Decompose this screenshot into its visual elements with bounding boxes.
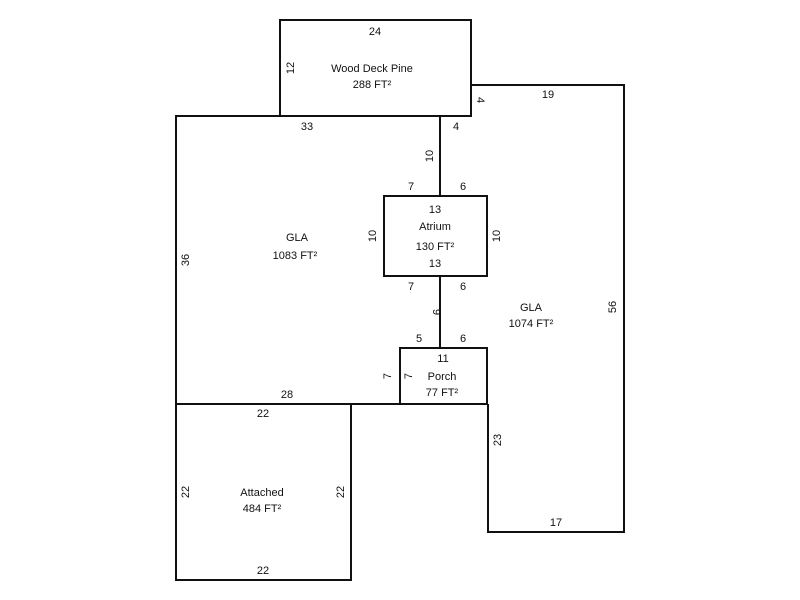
dim-label: 22 <box>180 486 192 498</box>
dim-label: 56 <box>607 301 619 313</box>
dim-label: 22 <box>257 565 269 577</box>
dim-label: 36 <box>180 254 192 266</box>
attached-area: 484 FT² <box>243 503 282 515</box>
atrium-area: 130 FT² <box>416 241 455 253</box>
dim-label: 4 <box>453 121 459 133</box>
deck-area: 288 FT² <box>353 79 392 91</box>
walls <box>175 19 625 581</box>
dim-label: 6 <box>460 281 466 293</box>
dim-label: 4 <box>474 97 486 103</box>
dim-label: 7 <box>408 281 414 293</box>
dim-label: 22 <box>335 486 347 498</box>
gla-right-name: GLA <box>520 302 543 314</box>
dim-label: 6 <box>460 181 466 193</box>
dim-label: 10 <box>367 230 379 242</box>
dim-label: 33 <box>301 121 313 133</box>
dim-label: 7 <box>382 373 394 379</box>
dim-label: 17 <box>550 517 562 529</box>
dim-label: 19 <box>542 89 554 101</box>
dim-label: 13 <box>429 258 441 270</box>
room-labels: Wood Deck Pine 288 FT² GLA 1083 FT² GLA … <box>240 63 553 515</box>
gla-left-name: GLA <box>286 232 309 244</box>
atrium-name: Atrium <box>419 221 451 233</box>
dim-label: 23 <box>492 434 504 446</box>
dim-label: 11 <box>437 353 448 365</box>
dimension-labels: 24 12 4 33 4 19 56 36 10 7 6 13 10 10 13… <box>180 26 619 577</box>
dim-label: 6 <box>460 333 466 345</box>
gla-right-wall <box>471 84 625 533</box>
gla-right-area: 1074 FT² <box>509 318 554 330</box>
atrium-outline <box>383 195 488 277</box>
dim-label: 12 <box>285 62 297 74</box>
deck-name: Wood Deck Pine <box>331 63 413 75</box>
dim-label: 9 <box>430 309 442 315</box>
porch-name: Porch <box>428 371 457 383</box>
dim-label: 22 <box>257 408 269 420</box>
dim-label: 7 <box>408 181 414 193</box>
dim-label: 10 <box>424 150 436 162</box>
dim-label: 28 <box>281 389 293 401</box>
porch-area: 77 FT² <box>426 387 459 399</box>
porch-outline <box>399 347 488 405</box>
attached-outline <box>175 403 352 581</box>
gla-left-area: 1083 FT² <box>273 250 318 262</box>
dim-label: 7 <box>403 373 415 379</box>
dim-label: 13 <box>429 204 441 216</box>
attached-name: Attached <box>240 487 283 499</box>
deck-outline <box>279 19 472 117</box>
dim-label: 24 <box>369 26 381 38</box>
dim-label: 5 <box>416 333 422 345</box>
dim-label: 10 <box>491 230 503 242</box>
